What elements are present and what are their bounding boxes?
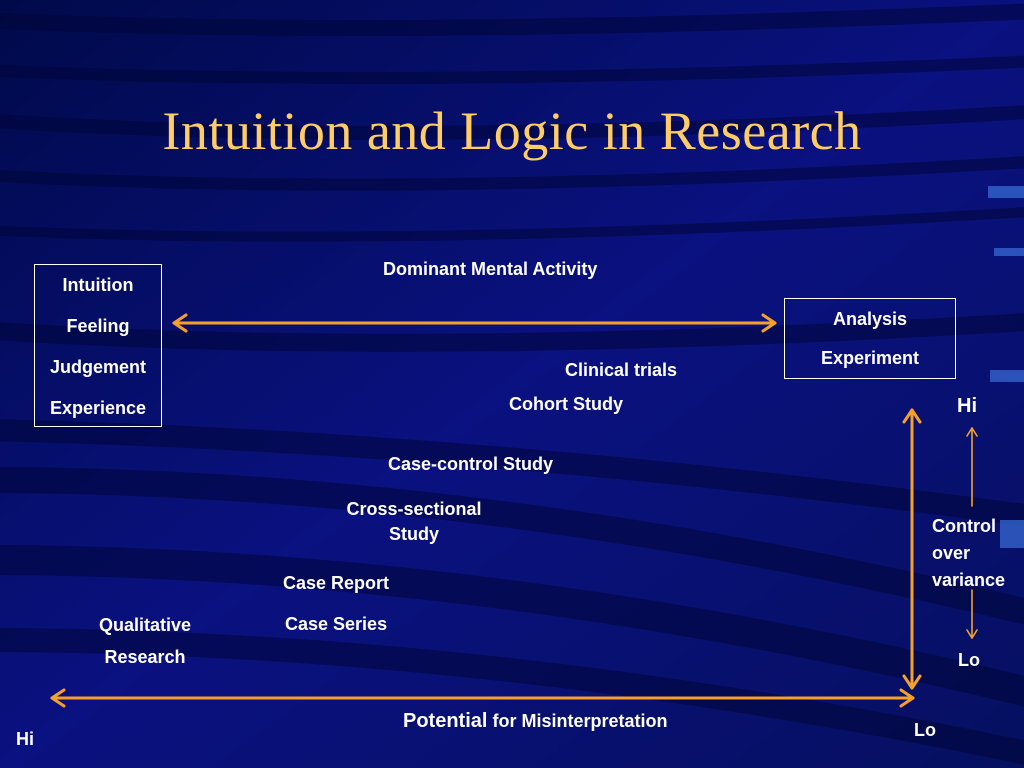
control-over-variance-label: Control over variance [932, 513, 1005, 594]
clinical-trials-label: Clinical trials [565, 360, 678, 380]
analysis-box: Analysis Experiment [784, 298, 956, 379]
intuition-box: Intuition Feeling Judgement Experience [34, 264, 162, 427]
case-report-label: Case Report [283, 573, 390, 593]
control-line3: variance [932, 570, 1006, 590]
control-line1: Control [932, 516, 996, 536]
top-axis-label: Dominant Mental Activity [383, 259, 598, 279]
misinterpretation-words: for Misinterpretation [492, 711, 668, 731]
control-up-arrow [966, 427, 978, 507]
experiment-text: Experiment [820, 348, 920, 368]
cross-sectional-label: Cross-sectional Study [340, 495, 488, 545]
analysis-text: Analysis [832, 309, 908, 329]
misinterpretation-arrow [50, 688, 915, 708]
control-lo-label: Lo [958, 650, 980, 670]
qualitative-line1: Qualitative [98, 615, 192, 635]
slide-title: Intuition and Logic in Research [162, 101, 862, 161]
control-line2: over [932, 543, 971, 563]
cohort-study-label: Cohort Study [509, 394, 623, 414]
bottom-axis-hi-label: Hi [16, 729, 34, 749]
cross-sectional-line1: Cross-sectional [346, 499, 482, 519]
experience-text: Experience [49, 398, 147, 418]
dominant-activity-arrow [172, 313, 777, 333]
qualitative-research-label: Qualitative Research [90, 614, 200, 668]
feeling-text: Feeling [66, 316, 130, 336]
judgement-text: Judgement [49, 357, 146, 377]
cross-sectional-line2: Study [388, 524, 439, 544]
case-control-label: Case-control Study [388, 454, 554, 474]
qualitative-line2: Research [104, 647, 186, 667]
bottom-axis-label: Potential for Misinterpretation [403, 710, 667, 732]
bottom-axis-lo-label: Lo [914, 720, 936, 740]
vertical-axis-arrow [902, 408, 922, 690]
control-hi-label: Hi [957, 395, 977, 417]
control-down-arrow [966, 589, 978, 639]
intuition-text: Intuition [62, 275, 134, 295]
case-series-label: Case Series [285, 614, 388, 634]
potential-word: Potential [403, 710, 488, 732]
